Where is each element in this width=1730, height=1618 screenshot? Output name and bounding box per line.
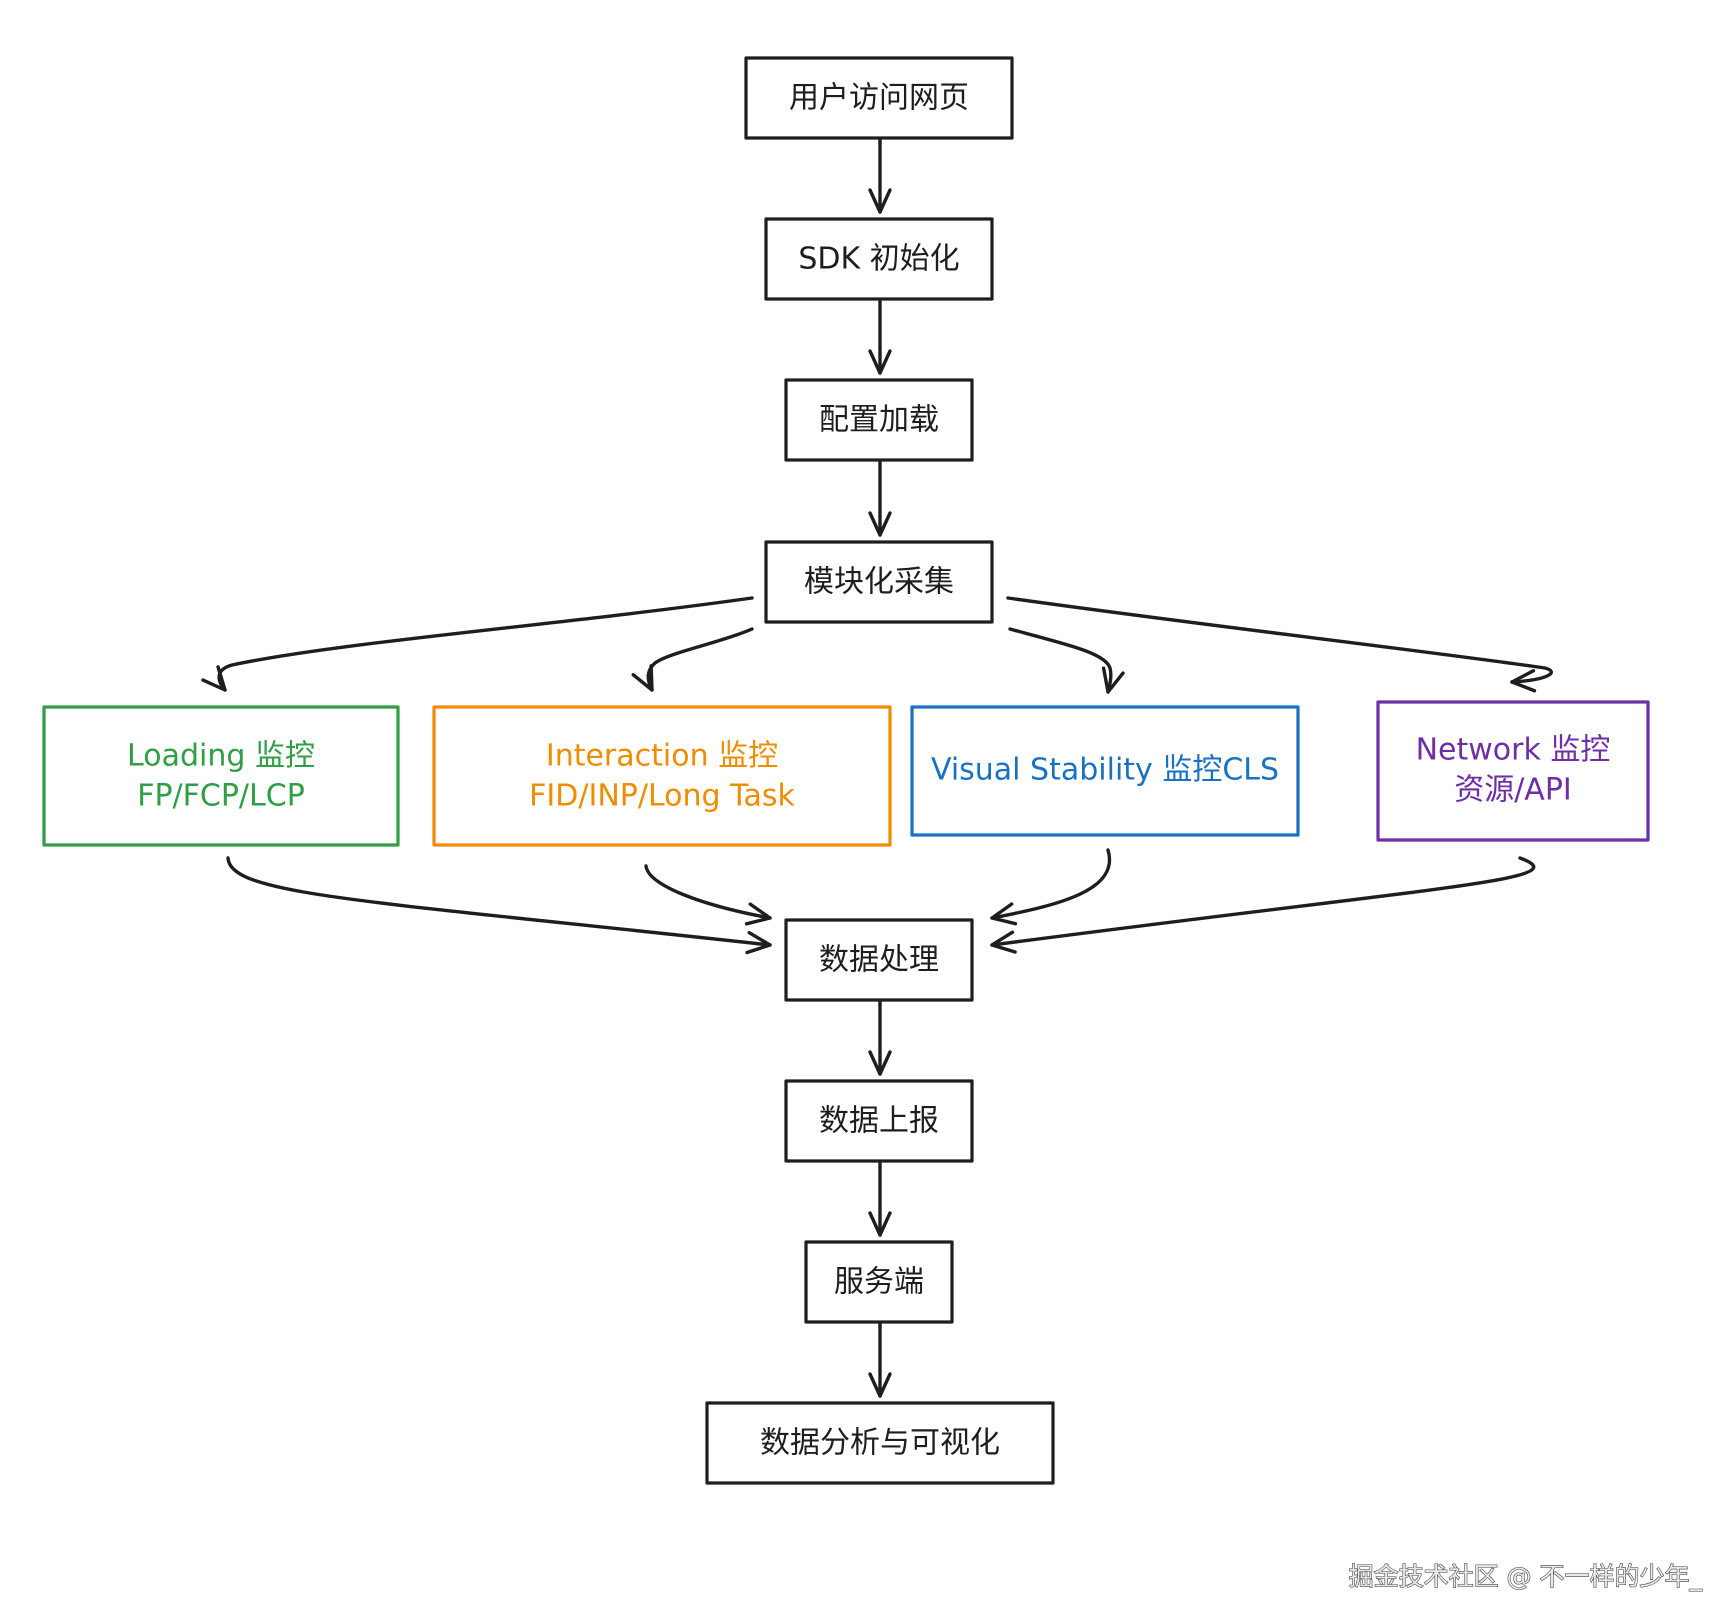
node-visual-title: Visual Stability 监控CLS [931,753,1279,788]
arrow-visual-to-data-process [990,848,1112,926]
node-data-report: 数据上报 [784,1079,974,1163]
node-sdk-init-label: SDK 初始化 [798,242,959,277]
node-server: 服务端 [804,1240,954,1324]
node-data-report-label: 数据上报 [819,1104,939,1139]
node-visit-label: 用户访问网页 [789,81,969,116]
node-interaction-metrics: FID/INP/Long Task [529,779,795,814]
node-modular-collect: 模块化采集 [764,540,994,624]
node-interaction-monitor: Interaction 监控 FID/INP/Long Task [432,705,892,847]
node-network-monitor: Network 监控 资源/API [1376,700,1650,842]
node-visual-stability-monitor: Visual Stability 监控CLS [910,705,1300,837]
arrow-interaction-to-data-process [644,864,772,926]
node-loading-monitor: Loading 监控 FP/FCP/LCP [42,705,400,847]
arrow-loading-to-data-process [226,856,772,955]
arrow-modular-collect-to-interaction [631,627,754,692]
node-sdk-init: SDK 初始化 [764,217,994,301]
node-data-process-label: 数据处理 [819,943,939,978]
node-config-load: 配置加载 [784,378,974,462]
node-analysis: 数据分析与可视化 [705,1401,1055,1485]
node-config-load-label: 配置加载 [819,403,939,438]
node-network-title: Network 监控 [1416,733,1611,768]
node-visit: 用户访问网页 [744,56,1014,140]
arrow-modular-collect-to-visual [1008,627,1125,694]
node-analysis-label: 数据分析与可视化 [760,1426,1000,1461]
arrow-modular-collect-to-loading [201,596,754,692]
node-loading-title: Loading 监控 [127,739,315,774]
node-network-resources: 资源/API [1454,773,1572,808]
node-data-process: 数据处理 [784,918,974,1002]
node-interaction-title: Interaction 监控 [546,739,778,774]
edge-layer [201,138,1553,1398]
watermark-text: 掘金技术社区 @ 不一样的少年_ [1349,1562,1703,1591]
node-server-label: 服务端 [834,1265,924,1300]
arrow-modular-collect-to-network [1006,596,1553,693]
arrow-network-to-data-process [990,856,1536,954]
node-modular-collect-label: 模块化采集 [804,565,954,600]
node-loading-metrics: FP/FCP/LCP [137,779,305,814]
node-layer: 用户访问网页 SDK 初始化 配置加载 模块化采集 Loading 监控 FP/… [42,56,1650,1485]
